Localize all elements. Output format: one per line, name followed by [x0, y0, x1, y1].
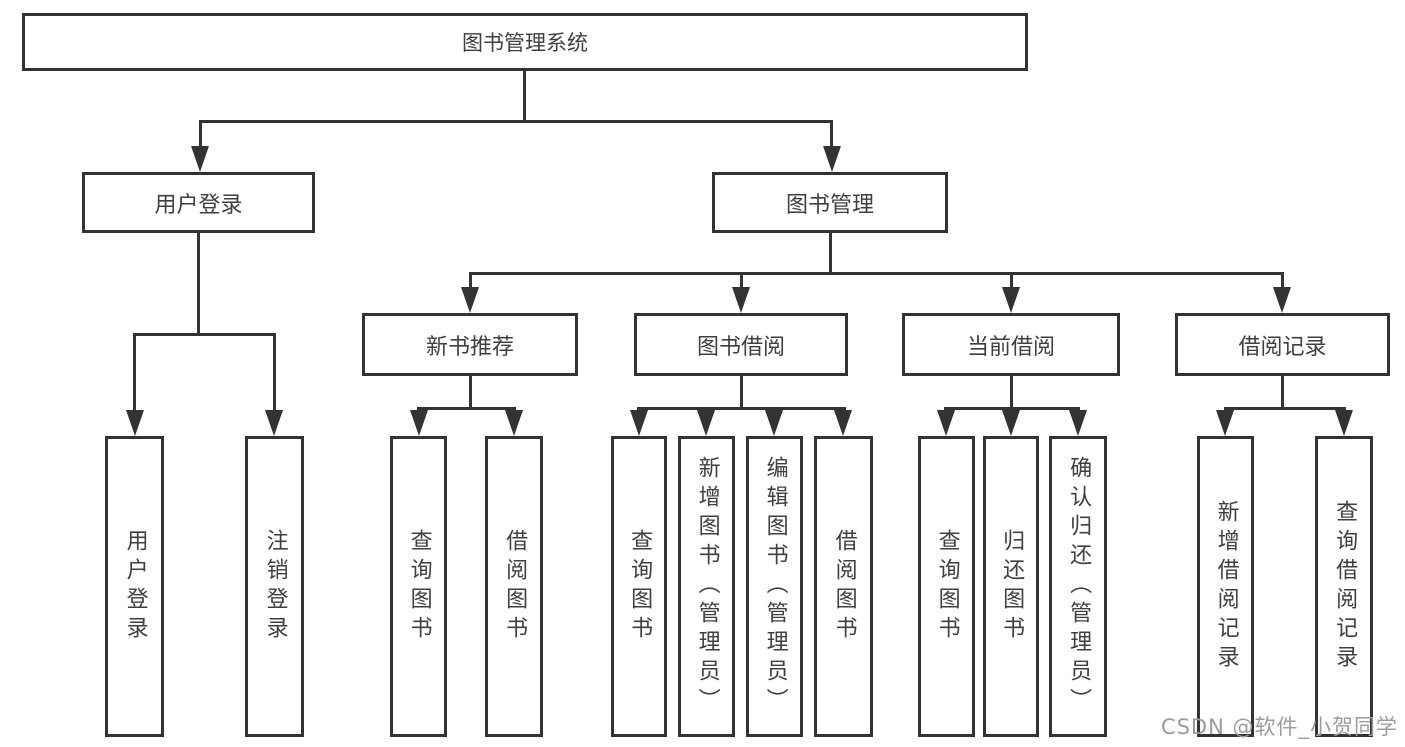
connector-current-borrow-stem	[1010, 376, 1013, 410]
leaf-bb-edit-books-admin-label: 编辑图书（管理员）	[762, 456, 788, 717]
leaf-cb-return-books: 归还图书	[983, 436, 1039, 737]
leaf-br-add-record: 新增借阅记录	[1197, 436, 1254, 737]
arrowhead-nbr-query-books	[410, 410, 428, 436]
connector-level1-horizontal	[199, 120, 833, 123]
leaf-user-login: 用户登录	[105, 436, 164, 737]
connector-drop-leaf-user-login	[133, 333, 136, 412]
leaf-bb-query-books-label: 查询图书	[627, 528, 653, 645]
arrowhead-new-book	[461, 287, 479, 313]
connector-current-borrow-horizontal	[944, 407, 1080, 410]
connector-new-book-horizontal	[417, 407, 516, 410]
leaf-cb-confirm-return-admin: 确认归还（管理员）	[1049, 436, 1107, 737]
arrowhead-book-management	[823, 146, 841, 172]
leaf-nbr-borrow-books-label: 借阅图书	[502, 528, 528, 645]
leaf-br-add-record-label: 新增借阅记录	[1213, 499, 1239, 674]
node-user-login-label: 用户登录	[154, 192, 243, 218]
connector-drop-leaf-logout	[273, 333, 276, 412]
arrowhead-bb-edit-books	[765, 410, 783, 436]
connector-drop-borrow-records	[1281, 272, 1284, 288]
node-user-login: 用户登录	[82, 172, 315, 233]
leaf-bb-query-books: 查询图书	[611, 436, 667, 737]
leaf-br-query-record-label: 查询借阅记录	[1332, 499, 1358, 674]
leaf-bb-borrow-books-label: 借阅图书	[831, 528, 857, 645]
arrowhead-bb-borrow-books	[834, 410, 852, 436]
arrowhead-cb-query-books	[937, 410, 955, 436]
connector-book-borrow-horizontal	[637, 407, 846, 410]
leaf-bb-edit-books-admin: 编辑图书（管理员）	[746, 436, 803, 737]
leaf-nbr-query-books-label: 查询图书	[406, 528, 432, 645]
leaf-bb-borrow-books: 借阅图书	[814, 436, 873, 737]
node-book-borrowing-label: 图书借阅	[696, 334, 785, 360]
arrowhead-user-login	[191, 146, 209, 172]
node-new-book-recommendation: 新书推荐	[362, 313, 578, 376]
arrowhead-borrow-records	[1273, 287, 1291, 313]
arrowhead-leaf-user-login	[126, 410, 144, 436]
leaf-bb-add-books-admin-label: 新增图书（管理员）	[694, 456, 720, 717]
connector-user-login-horizontal	[133, 333, 276, 336]
arrowhead-cb-confirm-return	[1069, 410, 1087, 436]
connector-new-book-stem	[469, 376, 472, 410]
leaf-bb-add-books-admin: 新增图书（管理员）	[678, 436, 735, 737]
arrowhead-br-query-record	[1335, 410, 1353, 436]
connector-book-borrow-stem	[740, 376, 743, 410]
arrowhead-nbr-borrow-books	[505, 410, 523, 436]
leaf-cb-query-books-label: 查询图书	[934, 528, 960, 645]
arrowhead-current-borrow	[1002, 287, 1020, 313]
leaf-logout-label: 注销登录	[262, 528, 288, 645]
connector-drop-user-login	[199, 120, 202, 148]
node-current-borrowing: 当前借阅	[902, 313, 1120, 376]
leaf-nbr-query-books: 查询图书	[390, 436, 447, 737]
connector-borrow-records-stem	[1281, 376, 1284, 410]
node-book-management-label: 图书管理	[785, 192, 874, 218]
connector-user-login-stem	[197, 233, 200, 336]
connector-level2-horizontal	[469, 272, 1284, 275]
arrowhead-bb-query-books	[630, 410, 648, 436]
leaf-user-login-label: 用户登录	[122, 528, 148, 645]
leaf-nbr-borrow-books: 借阅图书	[485, 436, 543, 737]
node-root-label: 图书管理系统	[462, 31, 588, 55]
leaf-cb-return-books-label: 归还图书	[999, 528, 1025, 645]
connector-book-management-stem	[829, 233, 832, 275]
node-book-management: 图书管理	[712, 172, 948, 233]
leaf-logout: 注销登录	[245, 436, 304, 737]
connector-drop-book-borrow	[740, 272, 743, 288]
leaf-cb-confirm-return-admin-label: 确认归还（管理员）	[1066, 456, 1092, 717]
connector-borrow-records-horizontal	[1224, 407, 1346, 410]
csdn-watermark: CSDN @软件_小贺同学	[1160, 715, 1398, 739]
arrowhead-book-borrow	[732, 287, 750, 313]
connector-drop-book-management	[830, 120, 833, 148]
arrowhead-bb-add-books	[697, 410, 715, 436]
node-root-library-system: 图书管理系统	[22, 13, 1028, 71]
leaf-cb-query-books: 查询图书	[918, 436, 975, 737]
leaf-br-query-record: 查询借阅记录	[1315, 436, 1373, 737]
node-current-borrowing-label: 当前借阅	[966, 334, 1055, 360]
node-book-borrowing: 图书借阅	[634, 313, 848, 376]
node-borrowing-records: 借阅记录	[1175, 313, 1390, 376]
arrowhead-br-add-record	[1216, 410, 1234, 436]
connector-root-stem	[523, 71, 526, 123]
arrowhead-cb-return-books	[1002, 410, 1020, 436]
node-new-book-recommendation-label: 新书推荐	[425, 334, 514, 360]
connector-drop-current-borrow	[1010, 272, 1013, 288]
arrowhead-leaf-logout	[265, 410, 283, 436]
connector-drop-new-book	[469, 272, 472, 288]
node-borrowing-records-label: 借阅记录	[1238, 334, 1327, 360]
